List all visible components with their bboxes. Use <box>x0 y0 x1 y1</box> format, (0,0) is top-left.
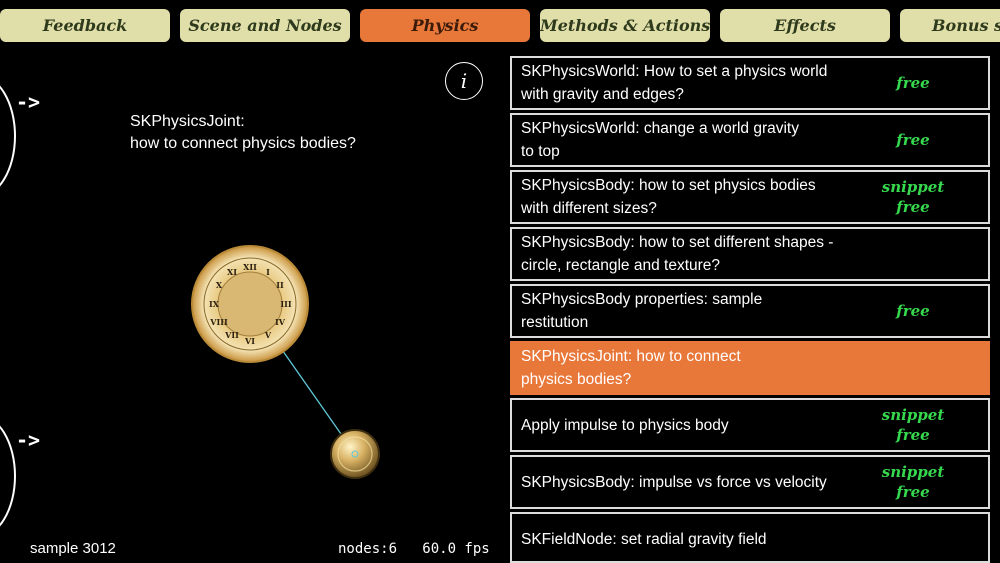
tab-physics[interactable]: Physics <box>360 9 530 42</box>
list-item[interactable]: SKPhysicsBody: how to set different shap… <box>510 227 990 281</box>
list-item-text: SKPhysicsBody: how to set different shap… <box>521 234 834 274</box>
svg-text:VI: VI <box>244 336 255 346</box>
svg-text:I: I <box>266 267 270 277</box>
svg-text:III: III <box>280 299 291 309</box>
list-item-badge <box>878 343 948 393</box>
list-item-badge: free <box>896 74 930 92</box>
svg-text:XII: XII <box>243 262 257 272</box>
list-item[interactable]: SKPhysicsBody: impulse vs force vs veloc… <box>510 455 990 509</box>
list-item[interactable]: SKFieldNode: set radial gravity field <box>510 512 990 563</box>
scene-view[interactable]: -> -> i SKPhysicsJoint: how to connect p… <box>0 54 505 563</box>
arrow-marker-bottom: -> <box>16 428 41 452</box>
scene-title: SKPhysicsJoint: how to connect physics b… <box>130 113 356 152</box>
tab-scene-and-nodes[interactable]: Scene and Nodes <box>180 9 350 42</box>
list-item-text: SKPhysicsBody: how to set physics bodies… <box>521 177 816 217</box>
tab-methods-actions[interactable]: Methods & Actions <box>540 9 710 42</box>
roman-clock-icon[interactable]: XII I II III IV V VI VII VIII IX X XI <box>191 245 309 363</box>
physics-scene-svg: XII I II III IV V VI VII VIII IX X XI <box>191 245 380 479</box>
list-item[interactable]: SKPhysicsWorld: How to set a physics wor… <box>510 56 990 110</box>
list-item-badge: free <box>896 302 930 320</box>
list-item-text: SKPhysicsJoint: how to connect physics b… <box>521 348 741 388</box>
info-button[interactable]: i <box>445 62 483 100</box>
gold-coin-icon[interactable] <box>330 429 380 479</box>
list-item-text: SKPhysicsBody: impulse vs force vs veloc… <box>521 473 827 491</box>
tab-feedback[interactable]: Feedback <box>0 9 170 42</box>
tab-bar: Feedback Scene and Nodes Physics Methods… <box>0 9 1000 42</box>
render-stats: nodes:6 60.0 fps <box>338 541 490 557</box>
sample-label: sample 3012 <box>30 540 116 557</box>
tab-effects[interactable]: Effects <box>720 9 890 42</box>
list-item-badge: free <box>896 131 930 149</box>
list-item-text: SKFieldNode: set radial gravity field <box>521 530 767 548</box>
list-item[interactable]: SKPhysicsBody properties: sample restitu… <box>510 284 990 338</box>
list-item-text: SKPhysicsBody properties: sample restitu… <box>521 291 763 331</box>
list-item-text: Apply impulse to physics body <box>521 416 729 434</box>
svg-text:VII: VII <box>224 330 239 340</box>
list-item-badge <box>878 229 948 279</box>
list-item[interactable]: SKPhysicsWorld: change a world gravity t… <box>510 113 990 167</box>
svg-text:IX: IX <box>209 299 220 309</box>
list-item-selected[interactable]: SKPhysicsJoint: how to connect physics b… <box>510 341 990 395</box>
list-item-badge <box>878 514 948 563</box>
arrow-marker-top: -> <box>16 90 41 114</box>
list-item-text: SKPhysicsWorld: change a world gravity t… <box>521 120 799 160</box>
svg-text:X: X <box>216 280 223 290</box>
svg-text:V: V <box>264 330 272 340</box>
svg-text:IV: IV <box>275 317 286 327</box>
list-item-text: SKPhysicsWorld: How to set a physics wor… <box>521 63 828 103</box>
list-item[interactable]: SKPhysicsBody: how to set physics bodies… <box>510 170 990 224</box>
svg-text:II: II <box>276 280 284 290</box>
svg-text:VIII: VIII <box>209 317 228 327</box>
svg-text:XI: XI <box>227 267 237 277</box>
tab-bonus-samples[interactable]: Bonus sam <box>900 9 1000 42</box>
